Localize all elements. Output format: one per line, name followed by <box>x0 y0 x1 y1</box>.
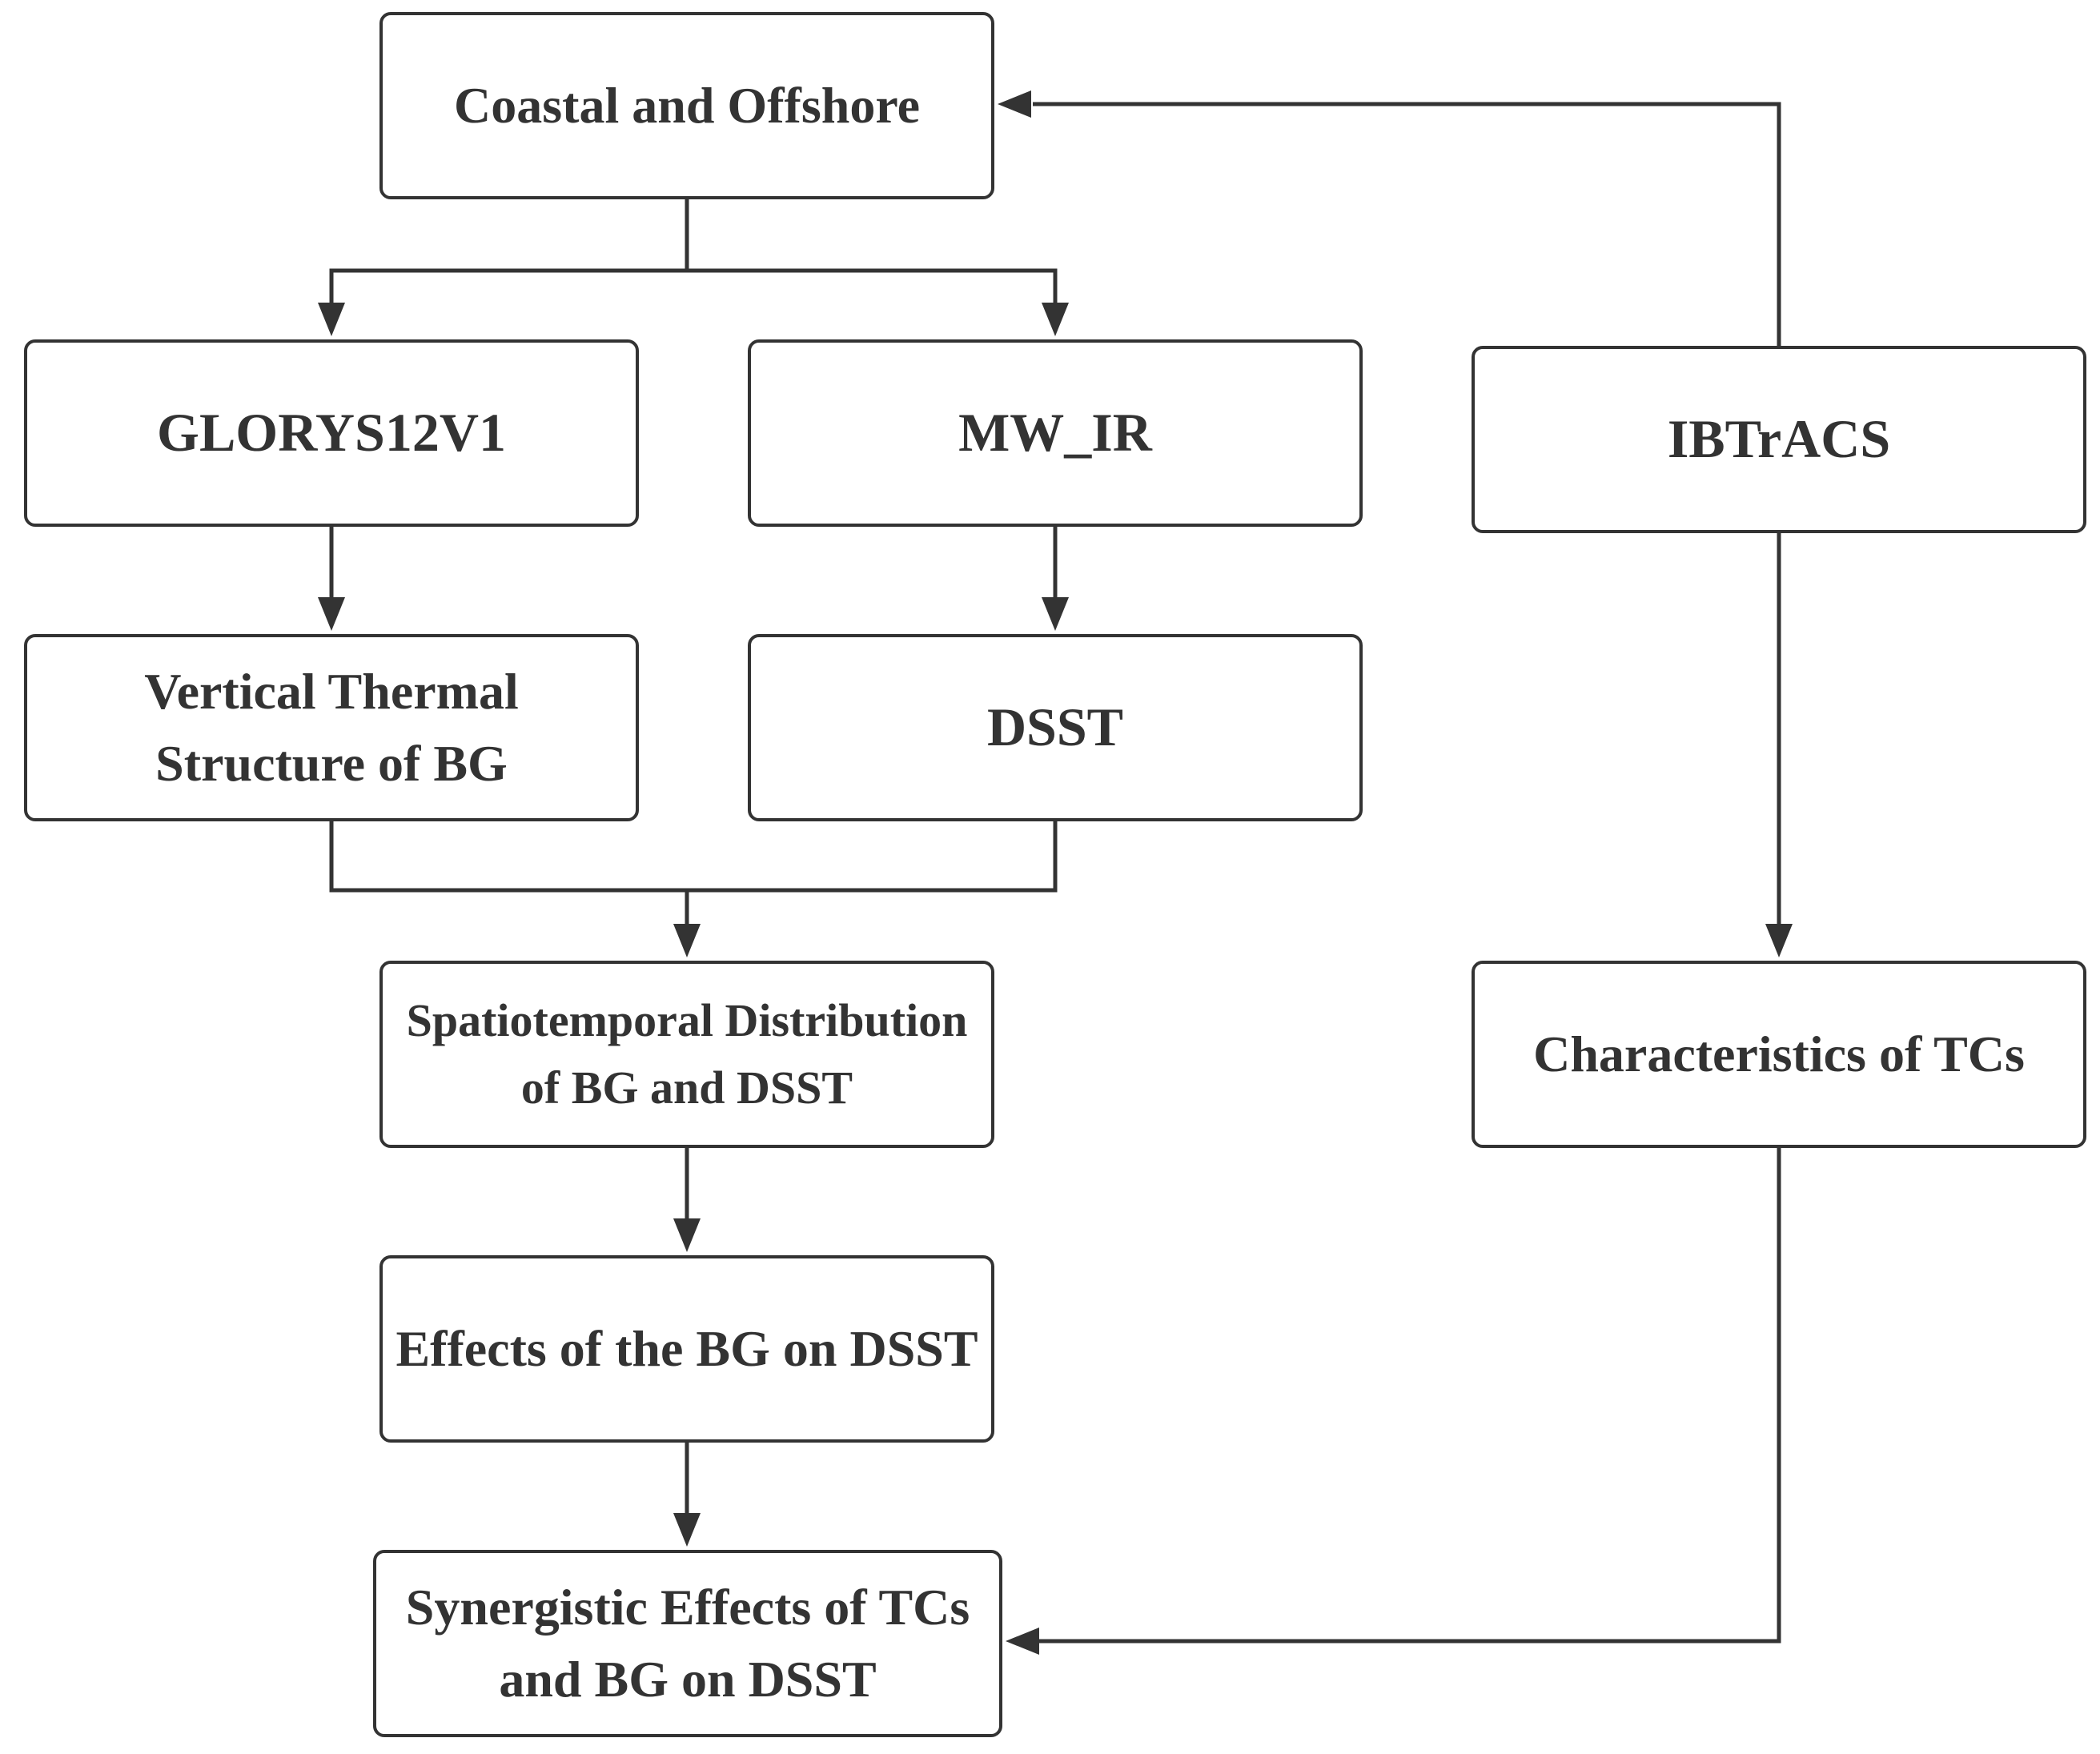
connector-coastal-split <box>329 268 1058 303</box>
node-coastal-and-offshore: Coastal and Offshore <box>379 12 994 199</box>
node-label: DSST <box>986 696 1124 758</box>
arrow-to-vertical <box>318 597 345 631</box>
node-spatiotemporal-distribution: Spatiotemporal Distribution of BG and DS… <box>379 961 994 1148</box>
node-label: Spatiotemporal Distribution of BG and DS… <box>406 993 968 1114</box>
node-effects-of-bg-on-dsst: Effects of the BG on DSST <box>379 1255 994 1443</box>
node-dsst: DSST <box>748 634 1363 821</box>
arrow-to-glorys <box>318 303 345 336</box>
node-label: Synergistic Effects of TCs and BG on DSS… <box>405 1579 970 1708</box>
node-label: Vertical Thermal Structure of BG <box>144 663 519 792</box>
node-label: MW_IR <box>958 402 1152 464</box>
node-glorys12v1: GLORYS12V1 <box>24 339 639 527</box>
arrow-to-dsst <box>1042 597 1069 631</box>
connector-merge <box>329 821 1058 893</box>
arrow-to-mwir <box>1042 303 1069 336</box>
arrow-to-synergy <box>673 1513 701 1547</box>
node-synergistic-effects: Synergistic Effects of TCs and BG on DSS… <box>373 1550 1002 1737</box>
arrow-to-characteristics <box>1765 924 1793 957</box>
arrow-to-effects <box>673 1218 701 1252</box>
arrow-to-synergy-side <box>1006 1628 1039 1655</box>
node-label: Characteristics of TCs <box>1533 1026 2025 1083</box>
node-label: Effects of the BG on DSST <box>396 1320 978 1378</box>
node-ibtracs: IBTrACS <box>1472 346 2086 533</box>
connector-ibtracs-to-coastal <box>1033 102 1781 346</box>
node-label: GLORYS12V1 <box>157 402 506 464</box>
arrow-to-coastal <box>998 90 1031 118</box>
node-vertical-thermal-structure: Vertical Thermal Structure of BG <box>24 634 639 821</box>
node-characteristics-of-tcs: Characteristics of TCs <box>1472 961 2086 1148</box>
arrow-to-spatio <box>673 924 701 957</box>
node-label: Coastal and Offshore <box>454 77 920 134</box>
node-mw-ir: MW_IR <box>748 339 1363 527</box>
connector-characteristics-to-synergy <box>1039 1148 1781 1644</box>
node-label: IBTrACS <box>1667 408 1891 470</box>
